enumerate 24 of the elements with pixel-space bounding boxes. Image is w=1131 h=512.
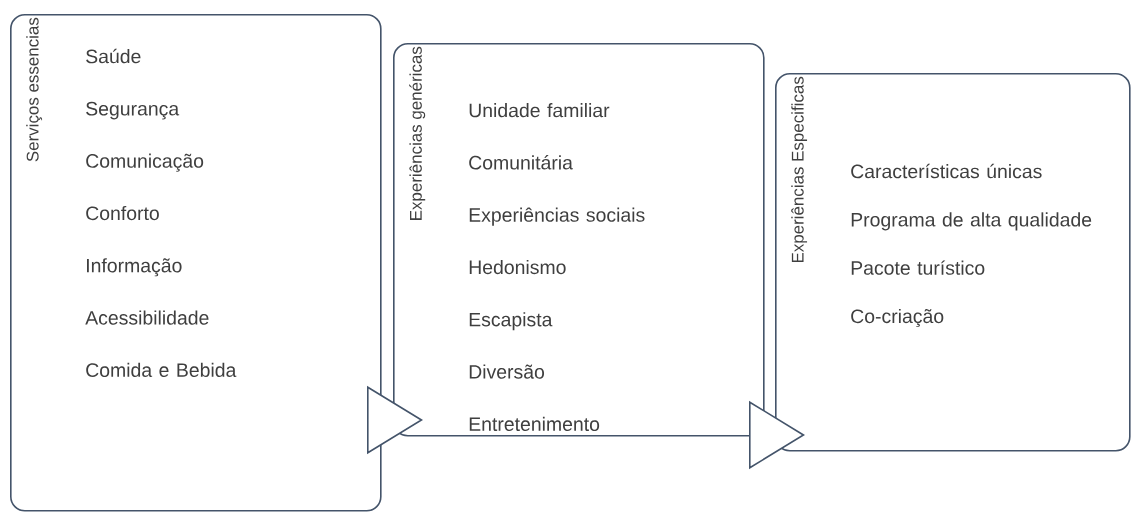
list-item: Hedonismo (469, 259, 566, 275)
list-item: Escapista (469, 312, 553, 331)
list-item: Saúde (86, 48, 141, 64)
list-item: Conforto (86, 205, 159, 221)
list-item: Informação (87, 258, 182, 277)
list-item: Acessibilidade (85, 310, 209, 325)
stage-box (393, 43, 765, 437)
list-item: Experiências sociais (469, 207, 645, 226)
list-item: Segurança (86, 101, 180, 120)
stage-box (775, 73, 1131, 452)
list-item: Diversão (469, 364, 545, 379)
stage-heading: Experiências Especificas (791, 76, 808, 263)
list-item: Comunitária (469, 155, 573, 170)
stage-heading: Experiências genéricas (409, 46, 426, 220)
list-item: Comida e Bebida (86, 362, 237, 377)
stage-heading: Serviços essencias (26, 17, 43, 162)
list-item: Características únicas (851, 163, 1042, 179)
stage-box (10, 14, 382, 512)
list-item: Co-criação (851, 308, 944, 328)
list-item: Pacote turístico (851, 260, 985, 275)
list-item: Unidade familiar (469, 103, 610, 118)
list-item: Comunicação (86, 153, 204, 172)
list-item: Entretenimento (469, 416, 600, 431)
list-item: Programa de alta qualidade (851, 212, 1092, 231)
